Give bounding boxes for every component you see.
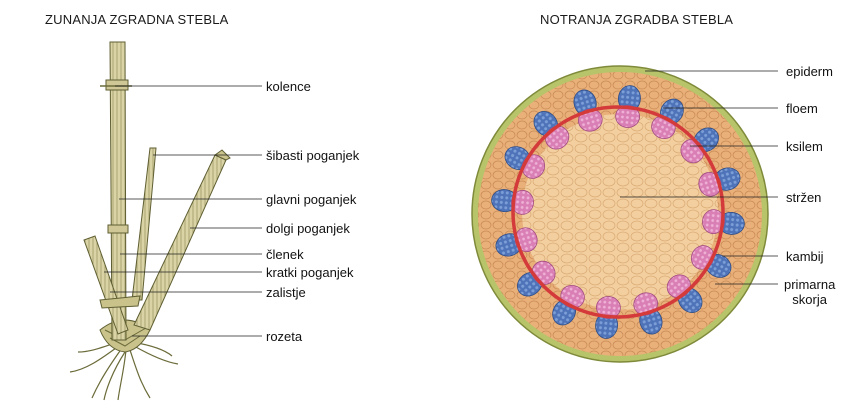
label-xylem: ksilem [786,139,823,154]
label-short-shoot: kratki poganjek [266,265,353,280]
label-rosette: rozeta [266,329,302,344]
label-stipule: zalistje [266,285,306,300]
label-pith: stržen [786,190,821,205]
label-primary-cortex-line2: skorja [784,292,835,307]
label-internode: členek [266,247,304,262]
label-phloem: floem [786,101,818,116]
label-node: kolence [266,79,311,94]
label-whip-shoot: šibasti poganjek [266,148,359,163]
whip-shoot [132,148,156,300]
label-primary-cortex-line1: primarna [784,277,835,292]
external-stem-illustration [70,42,230,400]
label-main-shoot: glavni poganjek [266,192,356,207]
label-epidermis: epiderm [786,64,833,79]
label-cambium: kambij [786,249,824,264]
label-long-shoot: dolgi poganjek [266,221,350,236]
label-primary-cortex: primarna skorja [784,277,835,307]
node-band [106,80,128,90]
